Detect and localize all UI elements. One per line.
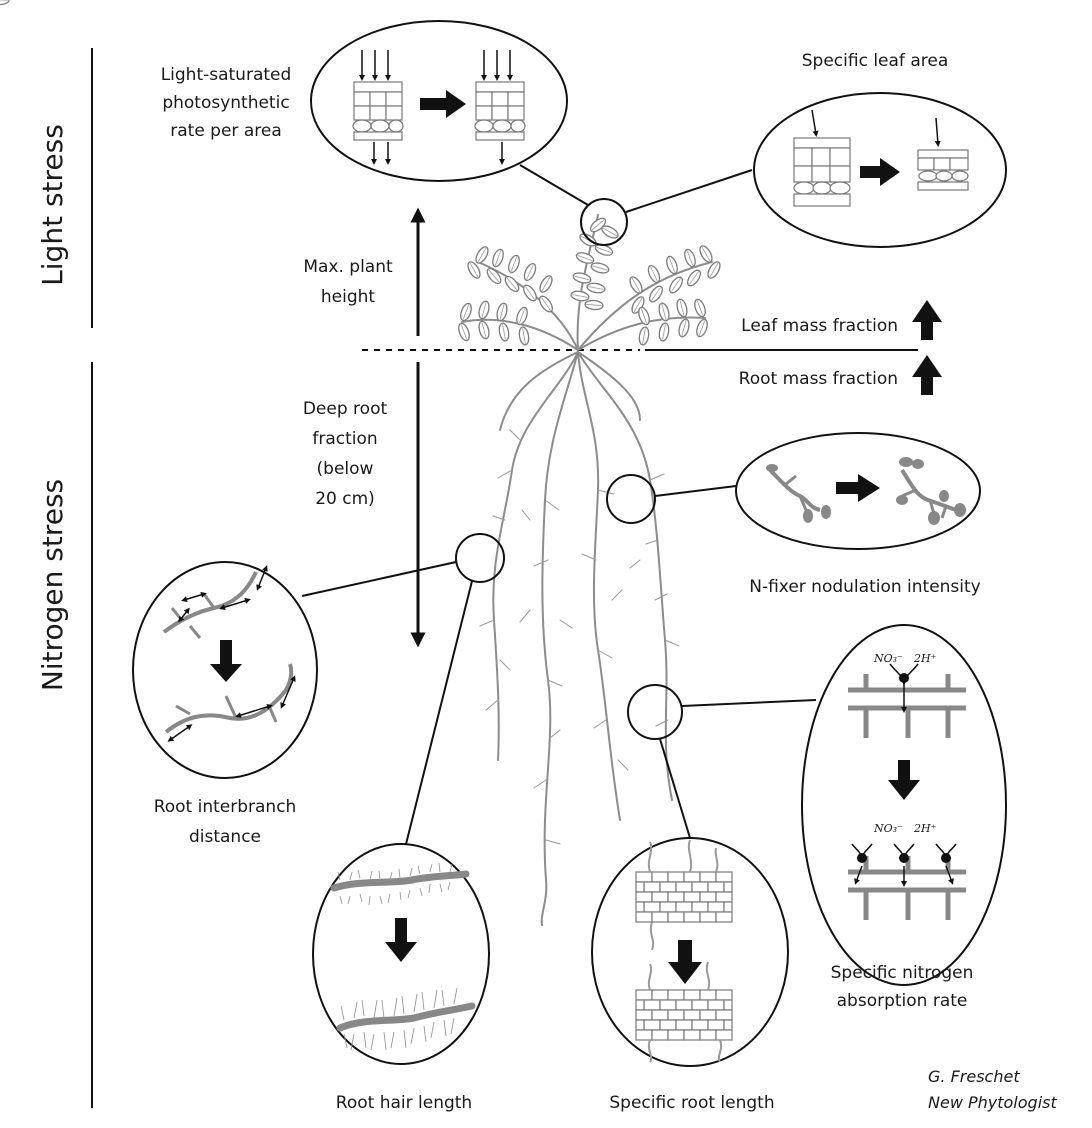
credit-journal: New Phytologist	[928, 1093, 1057, 1112]
arrow-icon	[860, 158, 900, 186]
root-system-icon	[479, 351, 680, 926]
nitrogen-absorption-panel: NO₃⁻ 2H⁺ NO₃⁻ 2H⁺	[801, 624, 1007, 986]
arrow-icon	[836, 474, 880, 502]
deep-root-fraction-label: Deep root fraction (below 20 cm)	[303, 399, 388, 509]
credit-author: G. Freschet	[928, 1067, 1020, 1086]
svg-text:Deep root: Deep root	[303, 399, 388, 419]
leaf-mass-fraction-label: Leaf mass fraction	[741, 316, 898, 336]
specific-leaf-area-label: Specific leaf area	[802, 51, 948, 71]
svg-text:Specific nitrogen: Specific nitrogen	[831, 963, 974, 983]
svg-text:Light-saturated: Light-saturated	[161, 65, 292, 85]
root-mass-up-arrow-icon	[912, 355, 942, 395]
svg-text:rate per area: rate per area	[170, 121, 282, 141]
light-stress-label: Light stress	[36, 124, 69, 286]
arrow-icon	[888, 760, 920, 800]
nitrate-label: NO₃⁻	[873, 652, 903, 665]
svg-text:(below: (below	[317, 459, 374, 479]
svg-text:absorption rate: absorption rate	[837, 991, 968, 1011]
arrow-icon	[210, 640, 242, 682]
proton-label: 2H⁺	[913, 652, 937, 665]
plant-icon	[0, 0, 724, 351]
nitrogen-absorption-label: Specific nitrogen absorption rate	[831, 963, 974, 1011]
proton-label-2: 2H⁺	[913, 822, 937, 835]
interbranch-panel	[132, 561, 318, 779]
arrow-icon	[420, 90, 466, 118]
svg-text:Root interbranch: Root interbranch	[154, 797, 297, 817]
nodulation-label: N-fixer nodulation intensity	[749, 577, 981, 597]
svg-text:photosynthetic: photosynthetic	[162, 93, 289, 113]
svg-text:Max. plant: Max. plant	[303, 257, 393, 277]
specific-root-length-label: Specific root length	[609, 1093, 774, 1113]
interbranch-label: Root interbranch distance	[154, 797, 297, 847]
nitrate-label-2: NO₃⁻	[873, 822, 903, 835]
leaf-zoom-circle	[580, 198, 628, 246]
root-tip-zoom-circle	[627, 684, 683, 740]
max-plant-height-label: Max. plant height	[303, 257, 393, 307]
branch-zoom-circle	[455, 533, 505, 583]
specific-root-length-panel	[591, 837, 789, 1067]
nodule-zoom-circle	[606, 474, 656, 524]
photosynthetic-rate-label: Light-saturated photosynthetic rate per …	[161, 65, 292, 141]
nitrogen-stress-label: Nitrogen stress	[36, 479, 69, 691]
svg-text:fraction: fraction	[312, 429, 377, 449]
nodulation-panel	[735, 432, 981, 550]
specific-leaf-area-panel	[753, 92, 1007, 248]
svg-text:distance: distance	[189, 827, 261, 847]
svg-text:height: height	[321, 287, 376, 307]
root-hair-length-label: Root hair length	[336, 1093, 472, 1113]
photosynthesis-panel	[310, 20, 568, 182]
credit: G. Freschet New Phytologist	[928, 1067, 1057, 1112]
arrow-icon	[668, 940, 702, 984]
leaf-mass-up-arrow-icon	[912, 300, 942, 340]
svg-text:20 cm): 20 cm)	[315, 489, 375, 509]
arrow-icon	[385, 918, 417, 962]
root-mass-fraction-label: Root mass fraction	[739, 369, 898, 389]
root-hair-panel	[312, 843, 490, 1065]
